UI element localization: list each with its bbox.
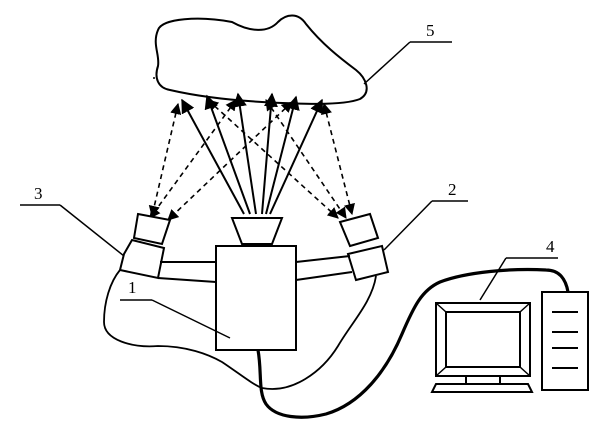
leader-lines (20, 41, 558, 339)
right-camera (338, 212, 390, 282)
callout-label-2: 2 (448, 180, 457, 199)
computer-tower (541, 291, 589, 391)
platform-outline (103, 269, 377, 390)
speck-mark (153, 77, 155, 79)
projection-rays (181, 92, 324, 215)
arms (157, 255, 353, 283)
projector (230, 217, 284, 245)
callout-label-5: 5 (426, 21, 435, 40)
left-camera (118, 212, 172, 280)
control-box (215, 245, 297, 351)
computer (430, 302, 534, 393)
reflection-rays (148, 99, 355, 221)
cable (256, 267, 570, 419)
callout-label-3: 3 (34, 184, 43, 203)
shoe-outline (154, 14, 368, 105)
callout-label-4: 4 (546, 237, 555, 256)
callout-label-1: 1 (128, 278, 137, 297)
